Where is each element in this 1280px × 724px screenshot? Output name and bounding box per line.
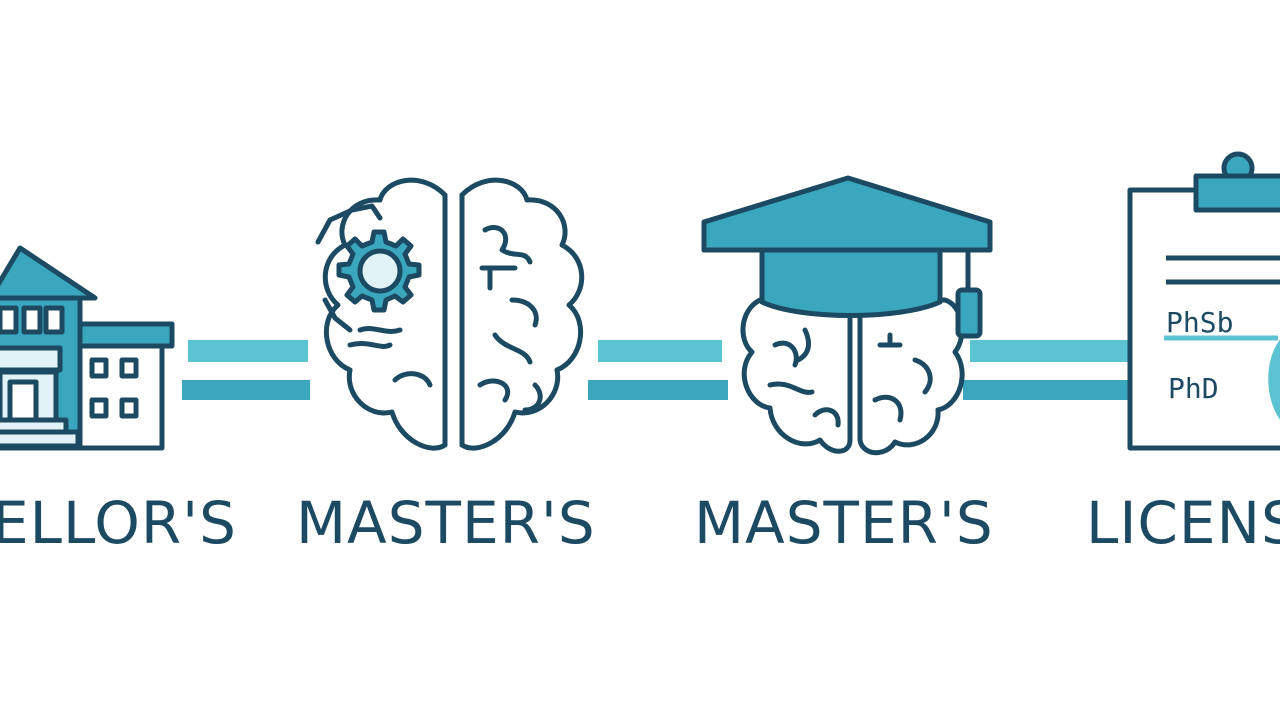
- step-label-3: MASTER'S: [694, 489, 994, 557]
- connector-3: [963, 340, 1129, 400]
- step-label-4: LICENS: [1086, 489, 1280, 557]
- clipboard-text-line2: PhD: [1168, 372, 1219, 405]
- clipboard-text-line1: PhSb: [1166, 306, 1233, 339]
- connector-2: [588, 340, 728, 400]
- brain-gear-icon: [315, 177, 585, 451]
- graduation-cap-brain-icon: [701, 175, 993, 456]
- school-building-icon: [0, 245, 175, 451]
- step-label-2: MASTER'S: [296, 489, 596, 557]
- step-label-1: ELLOR'S: [0, 489, 237, 557]
- connector-1: [182, 340, 310, 400]
- clipboard-license-icon: [1127, 151, 1280, 451]
